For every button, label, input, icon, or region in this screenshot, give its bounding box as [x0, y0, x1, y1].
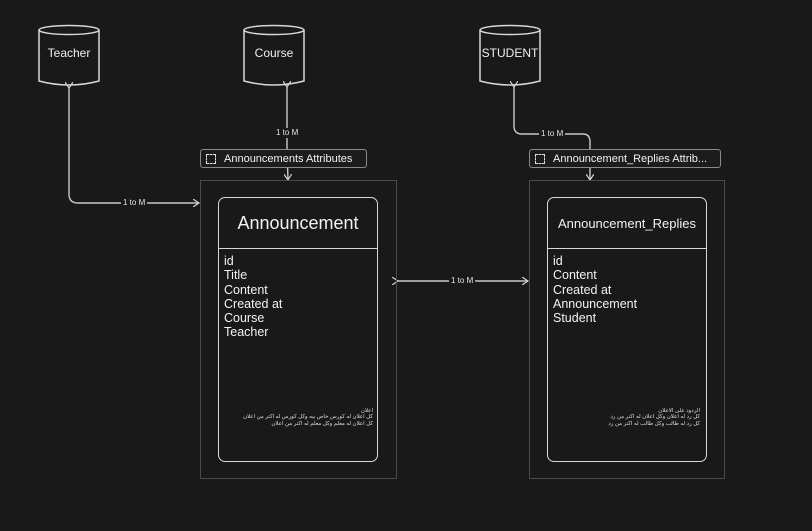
course-database-icon[interactable]: Course [242, 24, 306, 88]
field-item: Content [553, 268, 597, 283]
replies-entity-card[interactable]: Announcement_Replies id Content Created … [547, 197, 707, 462]
field-item: Course [224, 311, 265, 326]
replies-attributes-frame[interactable] [529, 180, 725, 479]
announcement-replies-relation-label: 1 to M [449, 276, 476, 286]
student-database-icon[interactable]: STUDENT [478, 24, 542, 88]
teacher-label: Teacher [47, 46, 91, 60]
teacher-announcement-connector [69, 88, 199, 203]
field-item: Announcement [553, 296, 638, 311]
course-relation-label: 1 to M [274, 128, 301, 138]
note-line: كل اعلان له كورس خاص بيه وكل كورس له اكت… [242, 414, 373, 421]
field-item: id [553, 254, 563, 268]
field-item: Title [224, 268, 248, 283]
field-item: Content [224, 282, 268, 297]
field-item: id [224, 254, 234, 268]
replies-note: الردود على الاعلان كل رد له اعلان وكل اع… [608, 408, 700, 427]
announcement-title: Announcement [237, 213, 359, 233]
replies-title: Announcement_Replies [557, 216, 697, 231]
divider [219, 248, 377, 249]
frame-tag-label: Announcements Attributes [224, 152, 353, 165]
student-label: STUDENT [481, 46, 539, 60]
frame-icon [206, 153, 216, 164]
cylinder-icon [38, 24, 100, 86]
note-line: اعلان [360, 408, 373, 414]
announcements-attributes-frame-tag[interactable]: Announcements Attributes [200, 149, 367, 168]
field-item: Teacher [224, 325, 269, 340]
divider [548, 248, 706, 249]
replies-fields-list: id Content Created at Announcement Stude… [553, 254, 637, 325]
note-line: كل رد له طالب وكل طالب له اكتر من رد [608, 420, 700, 427]
student-relation-label: 1 to M [539, 129, 566, 139]
teacher-relation-label: 1 to M [121, 198, 148, 208]
field-item: Student [553, 311, 597, 326]
replies-attributes-frame-tag[interactable]: Announcement_Replies Attrib... [529, 149, 721, 168]
note-line: كل رد له اعلان وكل اعلان له اكتر من رد [610, 414, 700, 421]
frame-tag-label: Announcement_Replies Attrib... [553, 152, 708, 165]
teacher-database-icon[interactable]: Teacher [37, 24, 101, 88]
announcement-fields-list: id Title Content Created at Course Teach… [224, 254, 282, 340]
announcement-entity-card[interactable]: Announcement id Title Content Created at… [218, 197, 378, 462]
frame-icon [535, 153, 545, 164]
note-line: كل اعلان له معلم وكل معلم له اكتر من اعل… [271, 420, 373, 427]
announcement-note: اعلان كل اعلان له كورس خاص بيه وكل كورس … [243, 408, 373, 427]
cylinder-icon [479, 24, 541, 86]
announcements-attributes-frame[interactable] [200, 180, 397, 479]
field-item: Created at [224, 296, 283, 311]
note-line: الردود على الاعلان [658, 408, 700, 414]
course-label: Course [254, 46, 294, 60]
field-item: Created at [553, 282, 612, 297]
cylinder-icon [243, 24, 305, 86]
